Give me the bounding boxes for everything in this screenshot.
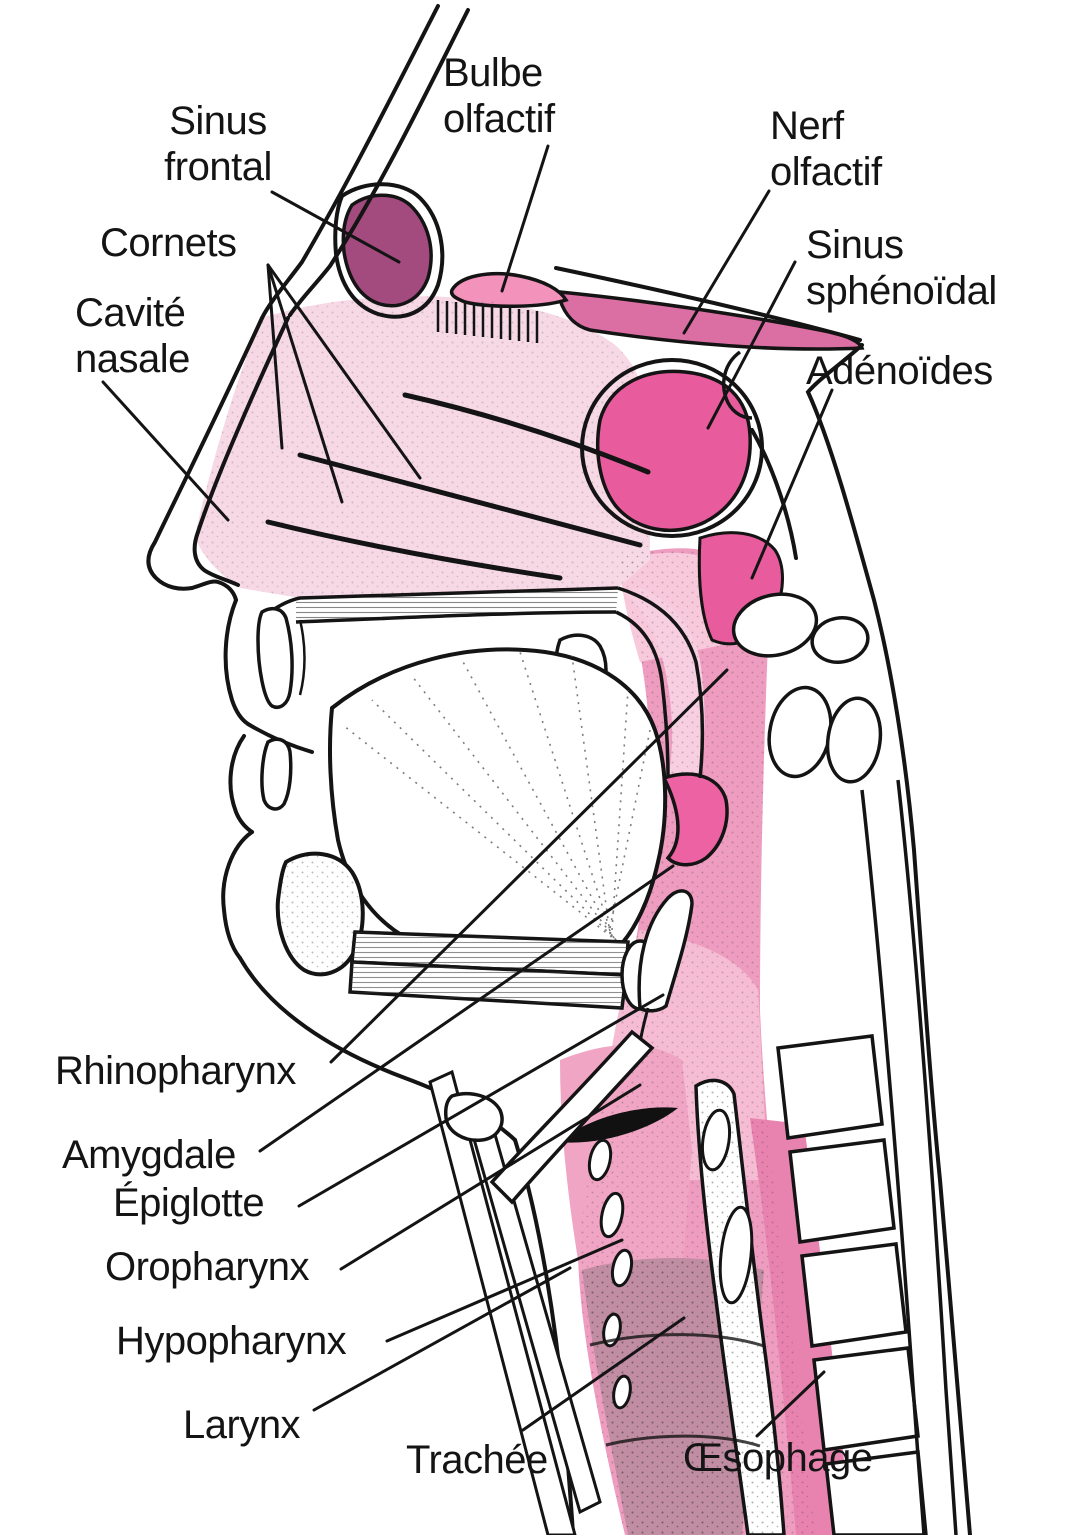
leader-cornets <box>266 263 422 480</box>
cricoid-lamina <box>718 1205 754 1305</box>
leader-larynx <box>312 1266 572 1412</box>
middle-turbinate-fold <box>297 452 643 548</box>
cribriform-plate-hatching <box>436 300 539 343</box>
label-trachee: Trachée <box>406 1438 548 1482</box>
label-adenoides: Adénoïdes <box>806 349 993 393</box>
leader-epiglotte <box>297 993 665 1208</box>
axis-arch-shape <box>810 616 870 664</box>
spinal-canal-back-line <box>896 779 958 1535</box>
larynx-front-cartilage-2 <box>599 1191 625 1239</box>
skull-base-top-line <box>554 266 862 342</box>
cricoid-column-stipple <box>696 1080 784 1535</box>
label-nerf-olfactif: Nerf olfactif <box>770 104 882 194</box>
label-oropharynx: Oropharynx <box>105 1245 309 1289</box>
sphenoid-sinus-shape <box>596 369 752 533</box>
label-oesophage: Œsophage <box>683 1436 873 1480</box>
arytenoid-cartilage <box>700 1108 732 1172</box>
atlas-arch-shape <box>731 592 819 658</box>
leader-nerf-olfactif <box>682 189 771 335</box>
leader-amygdale <box>258 864 675 1153</box>
larynx-front-cartilage-1 <box>587 1138 613 1182</box>
trachea-front-ring-2 <box>612 1374 632 1410</box>
label-larynx: Larynx <box>183 1403 301 1447</box>
axis-body-shape <box>767 685 833 779</box>
label-epiglotte: Épiglotte <box>113 1181 265 1225</box>
vertebra-c5 <box>800 1242 908 1348</box>
leader-cornets <box>266 263 284 450</box>
epiglottis-shape <box>637 889 694 1013</box>
spinal-canal-front-line <box>860 789 926 1535</box>
label-rhinopharynx: Rhinopharynx <box>55 1049 296 1093</box>
leader-cornets <box>266 263 344 504</box>
leader-trachee <box>521 1316 686 1432</box>
leader-rhinopharynx <box>329 668 729 1064</box>
leader-bulbe-olfactif <box>500 144 550 293</box>
upper-incisor-inner-line <box>298 619 306 696</box>
leader-adenoides <box>750 388 834 580</box>
larynx-front-cartilage-3 <box>610 1248 634 1288</box>
axis-spinous-shape <box>825 696 883 784</box>
label-bulbe-olfactif: Bulbe olfactif <box>443 51 555 141</box>
upper-incisor-tooth <box>256 606 294 709</box>
tracheal-ring-line-2 <box>605 1434 761 1448</box>
label-cavite-nasale: Cavité nasale <box>75 291 190 381</box>
label-sinus-frontal: Sinus frontal <box>164 99 272 189</box>
superior-turbinate-fold <box>402 392 651 475</box>
soft-palate-upper-line <box>617 586 705 779</box>
upper-lip-line <box>223 598 250 726</box>
thyroid-cartilage-strip <box>489 1029 655 1205</box>
tongue-radial-texture <box>343 651 651 943</box>
chin-bone-stipple <box>277 853 363 975</box>
hyoid-bone-shape <box>444 1091 504 1142</box>
label-sinus-sphenoidal: Sinus sphénoïdal <box>806 223 997 313</box>
frontal-sinus-shape <box>341 193 433 308</box>
hard-palate-bottom-line <box>295 610 617 624</box>
trachea-front-ring-1 <box>602 1312 622 1348</box>
uvula-shape <box>661 772 729 867</box>
lower-incisor-tooth <box>260 737 293 811</box>
vertebra-c3 <box>776 1034 884 1140</box>
leader-sinus-sphenoidal <box>706 260 797 430</box>
leader-oesophage <box>755 1370 826 1438</box>
leader-hypopharynx <box>385 1238 624 1343</box>
forehead-inner-line <box>288 8 470 317</box>
vocal-fold-slit <box>558 1107 678 1143</box>
vertebra-c7 <box>824 1450 928 1535</box>
label-amygdale: Amygdale <box>62 1133 236 1177</box>
label-hypopharynx: Hypopharynx <box>116 1319 347 1363</box>
leader-oropharynx <box>339 1083 642 1271</box>
leader-cavite-nasale <box>101 380 230 522</box>
clivus-line <box>750 428 798 560</box>
vertebra-c4 <box>788 1138 896 1244</box>
label-cornets: Cornets <box>100 221 237 265</box>
nostril-line <box>190 579 238 602</box>
nose-inner-line <box>192 316 290 587</box>
tracheal-ring-line-1 <box>589 1333 765 1348</box>
chin-line <box>221 830 254 960</box>
lower-lip-line <box>228 734 254 834</box>
inferior-turbinate-fold <box>265 519 563 581</box>
nose-dorsum-line <box>146 316 264 591</box>
soft-palate-lower-line <box>615 610 670 779</box>
sella-curve <box>721 350 753 420</box>
nasal-stipple <box>195 296 650 598</box>
leader-sinus-frontal <box>270 190 401 264</box>
